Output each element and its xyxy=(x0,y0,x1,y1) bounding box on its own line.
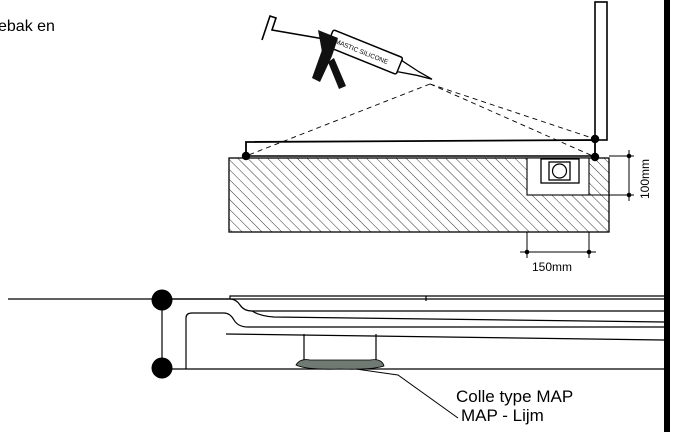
sealant-dot-top xyxy=(151,289,173,311)
callout-line-1: Colle type MAP xyxy=(456,387,573,406)
tray-edge-detail xyxy=(8,295,665,370)
dimension-width xyxy=(520,232,596,258)
sight-lines xyxy=(245,83,596,158)
callout-leader xyxy=(355,368,459,419)
sealant-dot-corner xyxy=(590,134,600,144)
intro-text: ebak en xyxy=(0,18,55,35)
glue-bead xyxy=(295,359,385,370)
dimension-height-label: 100mm xyxy=(638,159,652,199)
dimension-width-label: 150mm xyxy=(532,260,572,274)
wall xyxy=(594,1,608,141)
callout-line-2: MAP - Lijm xyxy=(461,406,544,425)
dimension-height xyxy=(609,150,634,201)
right-border xyxy=(664,0,670,432)
sealant-dot-bottom xyxy=(151,357,173,379)
shower-tray-upper xyxy=(241,134,600,162)
drain-icon xyxy=(540,158,580,184)
silicone-gun: MASTIC SILICONE xyxy=(261,14,433,89)
base-block xyxy=(228,157,610,233)
